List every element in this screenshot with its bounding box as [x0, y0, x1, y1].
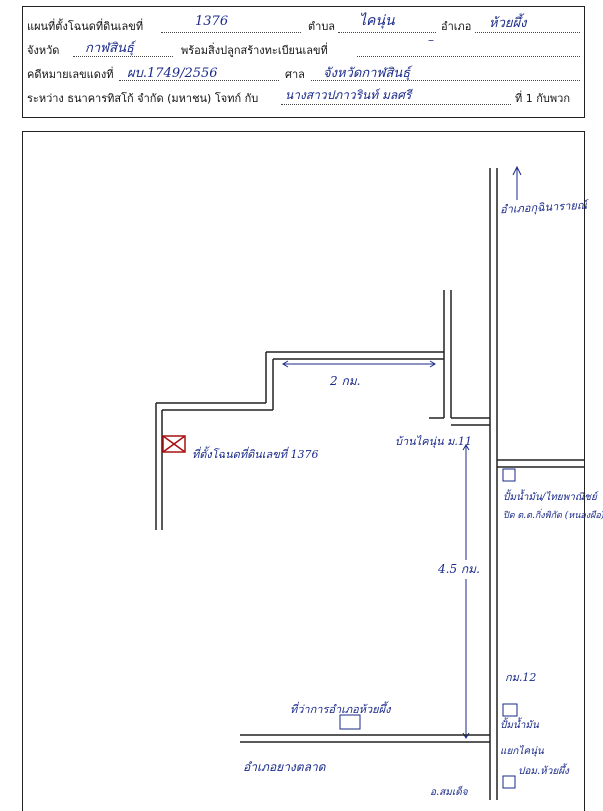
amphoe-value: ห้วยผึ้ง — [489, 16, 527, 31]
case-number: ผบ.1749/2556 — [127, 66, 218, 81]
police-label: ปอม.ห้วยผึ้ง — [518, 766, 569, 777]
deed-number: 1376 — [195, 14, 229, 29]
junction-label: แยกไคนุ่น — [500, 746, 544, 757]
plot-label: ที่ตั้งโฉนดที่ดินเลขที่ 1376 — [192, 448, 319, 461]
village-label: บ้านไคนุ่น ม.11 — [395, 435, 472, 448]
pump-icon — [502, 703, 518, 717]
header-form: แผนที่ตั้งโฉนดที่ดินเลขที่ 1376 ตำบล ไคน… — [22, 6, 585, 118]
pump-label: ปั้มน้ำมัน — [500, 720, 539, 731]
office-icon — [339, 714, 361, 730]
office-label: ที่ว่าการอำเภอห้วยผึ้ง — [290, 703, 391, 716]
tambon-value: ไคนุ่น — [359, 13, 395, 29]
plot-marker-icon — [162, 435, 186, 453]
label-between: ระหว่าง ธนาคารทิสโก้ จำกัด (มหาชน) โจทก์… — [27, 92, 259, 105]
label-tambon: ตำบล — [308, 20, 336, 33]
label-plan: แผนที่ตั้งโฉนดที่ดินเลขที่ — [27, 20, 144, 33]
label-party: ที่ 1 กับพวก — [515, 92, 570, 105]
bank-sub-label: ปิด ต.ต.กิ่งพิกัด (หนองผือ) — [503, 511, 603, 521]
label-court: ศาล — [285, 68, 305, 81]
label-building: พร้อมสิ่งปลูกสร้างทะเบียนเลขที่ — [181, 44, 328, 57]
bank-icon — [502, 468, 516, 482]
label-case: คดีหมายเลขแดงที่ — [27, 68, 114, 81]
distance-top-label: 2 กม. — [330, 374, 361, 388]
building-number: – — [428, 33, 434, 47]
label-amphoe: อำเภอ — [441, 20, 472, 33]
label-province: จังหวัด — [27, 44, 60, 57]
defendant-name: นางสาวปภาวรินท์ มลศรี — [285, 88, 412, 102]
police-icon — [502, 775, 516, 789]
province-value: กาฬสินธุ์ — [85, 41, 134, 56]
south-label: อำเภอยางตลาด — [243, 760, 326, 774]
bottom-right-label: อ.สมเด็จ — [430, 787, 468, 798]
distance-long-label: 4.5 กม. — [438, 560, 480, 579]
court-value: จังหวัดกาฬสินธุ์ — [323, 66, 411, 81]
bank-label: ปั้มน้ำมัน/ไทยพาณิชย์ — [503, 492, 597, 503]
map-frame — [22, 131, 585, 811]
km-label: กม.12 — [505, 671, 537, 684]
